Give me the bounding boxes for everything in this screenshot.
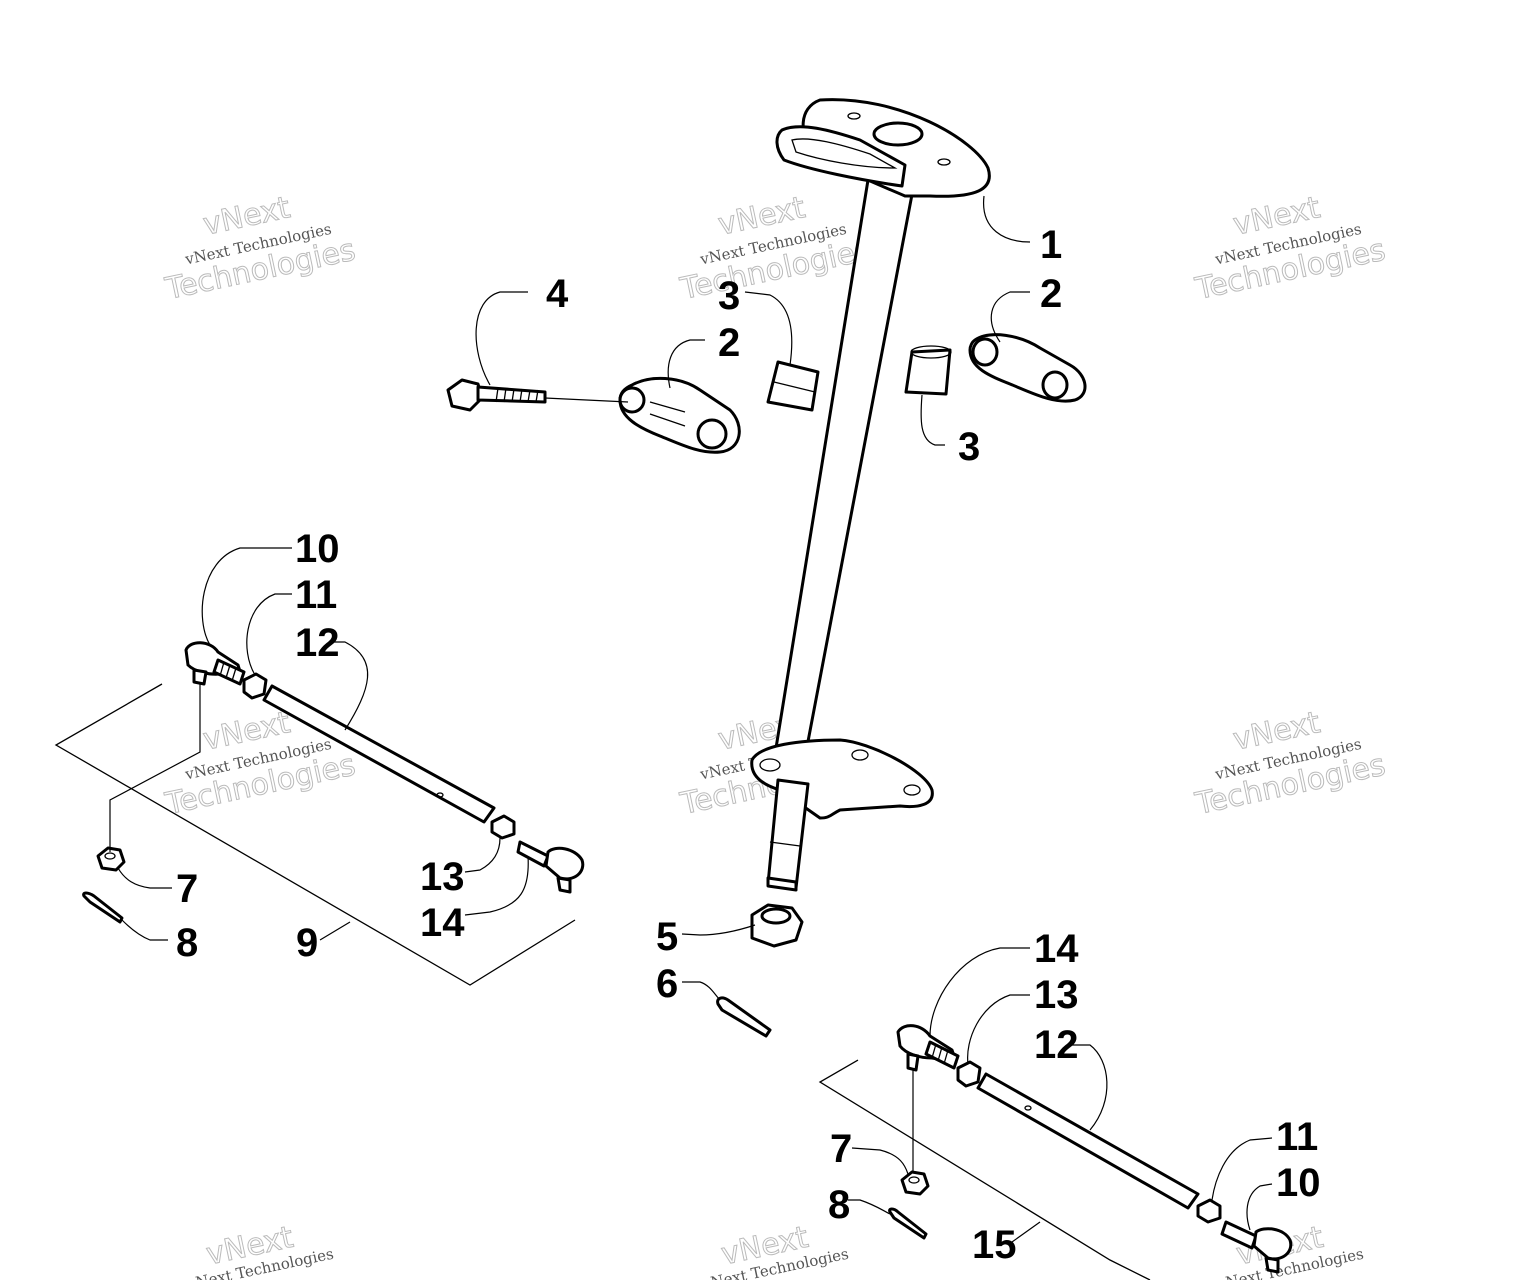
callout-10-right: 10 [1276,1161,1321,1205]
tie-rod-assembly-right [818,1024,1293,1280]
watermark-top-left: vNext vNext Technologies Technologies [161,190,359,308]
watermark-mid-left: vNext vNext Technologies Technologies [161,705,359,823]
callout-13-left: 13 [420,855,465,899]
callout-8-left: 8 [176,921,198,965]
callout-12-right: 12 [1034,1023,1079,1067]
tie-rod-assembly-left [54,641,585,986]
callout-6: 6 [656,962,678,1006]
leader-lines [117,195,1273,1243]
callout-7-left: 7 [176,867,198,911]
cotter-pin-center [716,996,772,1038]
bushing-right [904,345,952,396]
callout-11-left: 11 [295,573,337,617]
watermark-top-right: vNext vNext Technologies Technologies [1191,190,1389,308]
callout-labels: 1 2 2 3 3 4 10 11 12 13 14 7 8 9 5 6 14 … [176,223,1321,1267]
castle-nut [750,903,804,948]
watermark-bottom-center: vNext vNext Technologies [700,1219,850,1280]
callout-12-left: 12 [295,621,340,665]
clamp-right [968,333,1087,403]
callout-7-right: 7 [830,1127,852,1171]
callout-8-right: 8 [828,1183,850,1227]
bolt [446,378,547,412]
callout-2-left: 2 [718,321,740,365]
clamp-left [618,376,741,454]
watermark-mid-right: vNext vNext Technologies Technologies [1191,705,1389,823]
callout-14-right: 14 [1034,927,1079,971]
callout-13-right: 13 [1034,973,1079,1017]
callout-11-right: 11 [1276,1115,1318,1159]
callout-1: 1 [1040,223,1062,267]
callout-5: 5 [656,915,678,959]
callout-9: 9 [296,921,318,965]
callout-2-right: 2 [1040,272,1062,316]
steering-post [750,98,991,892]
watermark-top-center: vNext vNext Technologies Technologies [676,190,874,308]
callout-3-right: 3 [958,425,980,469]
callout-3-left: 3 [718,274,740,318]
callout-10-left: 10 [295,527,340,571]
watermark-bottom-left: vNext vNext Technologies [185,1219,335,1280]
callout-14-left: 14 [420,901,465,945]
bushing-left [766,360,820,412]
callout-15: 15 [972,1223,1017,1267]
callout-4: 4 [546,272,569,316]
